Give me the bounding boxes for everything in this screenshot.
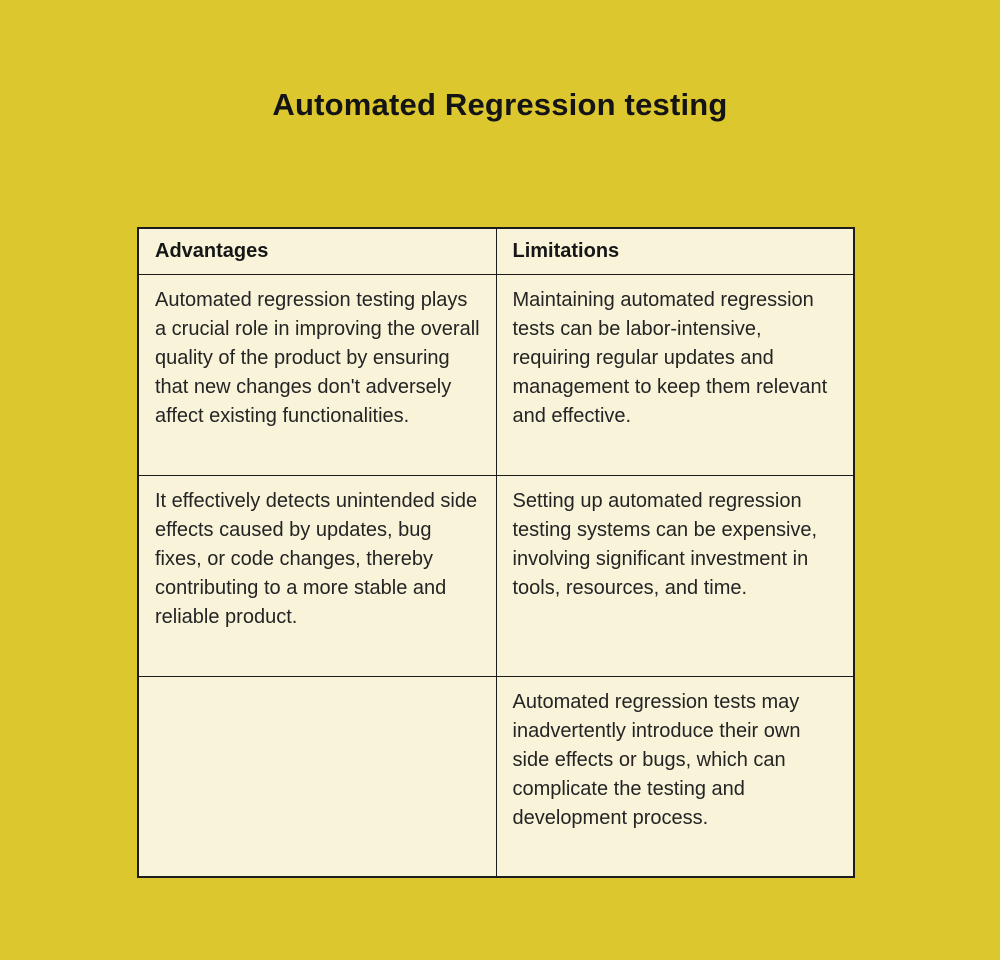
limitation-cell: Setting up automated regression testing …	[495, 474, 855, 677]
advantage-cell	[137, 675, 497, 878]
page-title: Automated Regression testing	[272, 87, 728, 122]
advantages-limitations-table: Advantages Limitations Automated regress…	[137, 227, 855, 878]
table-row: It effectively detects unintended side e…	[137, 474, 855, 677]
header-row: Advantages Limitations	[137, 227, 855, 275]
limitation-cell: Automated regression tests may inadverte…	[495, 675, 855, 878]
column-header-advantages: Advantages	[137, 227, 497, 275]
advantage-cell: Automated regression testing plays a cru…	[137, 273, 497, 476]
table-row: Automated regression tests may inadverte…	[137, 675, 855, 878]
table-row: Automated regression testing plays a cru…	[137, 273, 855, 476]
advantage-cell: It effectively detects unintended side e…	[137, 474, 497, 677]
limitation-cell: Maintaining automated regression tests c…	[495, 273, 855, 476]
table-header: Advantages Limitations	[137, 227, 855, 275]
table-body: Automated regression testing plays a cru…	[137, 273, 855, 878]
column-header-limitations: Limitations	[495, 227, 855, 275]
